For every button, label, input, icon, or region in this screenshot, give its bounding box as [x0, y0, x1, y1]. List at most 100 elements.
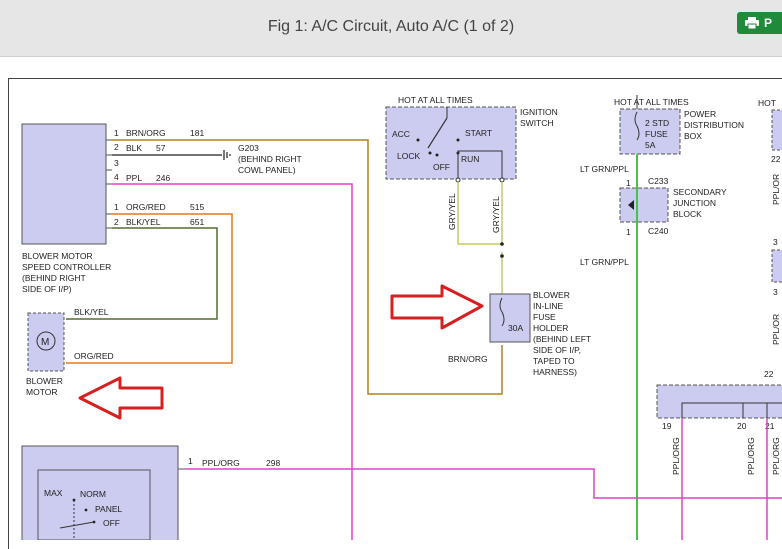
motor-wire-bottom: ORG/RED — [74, 351, 114, 361]
red-arrow-right — [390, 284, 484, 330]
pin-1b: 1 — [114, 202, 119, 212]
fuse-label-5: (BEHIND LEFT — [533, 334, 591, 344]
power-distribution-box: HOT AT ALL TIMES 2 STD FUSE 5A POWER DIS… — [580, 97, 744, 267]
pin-3: 3 — [114, 158, 119, 168]
fuse-label-3: FUSE — [533, 312, 556, 322]
circuit-181: 181 — [190, 128, 204, 138]
blower-speed-controller: BLOWER MOTOR SPEED CONTROLLER (BEHIND RI… — [21, 123, 204, 294]
pdb-title-3: BOX — [684, 131, 702, 141]
bm-sw-off: OFF — [103, 518, 120, 528]
fuse-rating: 30A — [508, 323, 523, 333]
pdb-fuse-2: FUSE — [645, 129, 668, 139]
fuse-label-2: IN-LINE — [533, 301, 564, 311]
ign-pos-lock: LOCK — [397, 151, 420, 161]
motor-wire-top: BLK/YEL — [74, 307, 109, 317]
ign-pos-off: OFF — [433, 162, 450, 172]
bottom-module: 1 PPL/ORG 298 MAX NORM PANEL OFF — [21, 445, 280, 540]
ign-pos-run: RUN — [461, 154, 479, 164]
wire-blk-yel-line — [66, 227, 218, 320]
controller-label-1: BLOWER MOTOR — [22, 251, 93, 261]
wire-gry-yel-left — [457, 182, 502, 245]
wire-blk: BLK — [126, 143, 142, 153]
header-bar: Fig 1: A/C Circuit, Auto A/C (1 of 2) P — [0, 0, 782, 57]
fuse-label-8: HARNESS) — [533, 367, 577, 377]
ign-pos-start: START — [465, 128, 492, 138]
ground-note-1: (BEHIND RIGHT — [238, 154, 302, 164]
right-hot: HOT — [758, 98, 776, 108]
fuse-label-7: TAPED TO — [533, 356, 575, 366]
sjb-pin-bottom: 1 — [626, 227, 631, 237]
right-pin-3: 3 — [773, 237, 778, 247]
circuit-515: 515 — [190, 202, 204, 212]
wire-brn-org: BRN/ORG — [126, 128, 166, 138]
pin-2: 2 — [114, 142, 119, 152]
pin-4: 4 — [114, 172, 119, 182]
controller-label-2: SPEED CONTROLLER — [22, 262, 111, 272]
printer-icon — [745, 17, 759, 29]
fuse-holder: 30A BLOWER IN-LINE FUSE HOLDER (BEHIND L… — [448, 290, 591, 377]
motor-symbol: M — [41, 337, 49, 348]
pdb-wire-top: LT GRN/PPL — [580, 164, 629, 174]
red-arrow-left — [78, 376, 164, 420]
sjb-title-3: BLOCK — [673, 209, 702, 219]
pdb-wire-bottom: LT GRN/PPL — [580, 257, 629, 267]
sjb-c-top: C233 — [648, 176, 669, 186]
figure-title: Fig 1: A/C Circuit, Auto A/C (1 of 2) — [267, 18, 515, 35]
sjb-pin-top: 1 — [626, 178, 631, 188]
right-wire-2: PPL/OR — [771, 314, 781, 345]
circuit-651: 651 — [190, 217, 204, 227]
bm-pin: 1 — [188, 456, 193, 466]
bm-sw-panel: PANEL — [95, 504, 123, 514]
pdb-hot-label: HOT AT ALL TIMES — [614, 97, 689, 107]
ground-name: G203 — [238, 143, 259, 153]
motor-label-1: BLOWER — [26, 376, 63, 386]
motor-label-2: MOTOR — [26, 387, 57, 397]
sjb-title-2: JUNCTION — [673, 198, 716, 208]
wire-blk-yel: BLK/YEL — [126, 217, 161, 227]
sjb-c-bottom: C240 — [648, 226, 669, 236]
bm-circuit: 298 — [266, 458, 280, 468]
print-label: P — [764, 16, 773, 30]
wire-brn-org-line — [112, 139, 503, 395]
bm-wire: PPL/ORG — [202, 458, 240, 468]
right-wire-1: PPL/OR — [771, 174, 781, 205]
bc-pin-19: 19 — [662, 421, 672, 431]
blower-motor: M BLOWER MOTOR BLK/YEL ORG/RED — [26, 307, 114, 397]
ign-title-2: SWITCH — [520, 118, 554, 128]
ground-note-2: COWL PANEL) — [238, 165, 296, 175]
wire-ppl-org-298 — [186, 468, 782, 499]
bc-wire-1: PPL/ORG — [671, 437, 681, 475]
bc-pin-22: 22 — [764, 369, 774, 379]
ign-wire-right: GRY/YEL — [491, 196, 501, 233]
right-pin-22: 22 — [771, 154, 781, 164]
pdb-title-1: POWER — [684, 109, 716, 119]
circuit-246: 246 — [156, 173, 170, 183]
pin-2b: 2 — [114, 217, 119, 227]
ign-pos-acc: ACC — [392, 129, 410, 139]
pdb-fuse-3: 5A — [645, 140, 656, 150]
fuse-label-4: HOLDER — [533, 323, 568, 333]
ign-hot-label: HOT AT ALL TIMES — [398, 95, 473, 105]
sjb-title-1: SECONDARY — [673, 187, 727, 197]
controller-label-4: SIDE OF I/P) — [22, 284, 72, 294]
pdb-fuse-1: 2 STD — [645, 118, 669, 128]
bc-wire-3: PPL/ORG — [771, 437, 781, 475]
wire-ppl-line — [112, 183, 353, 540]
fuse-label-1: BLOWER — [533, 290, 570, 300]
controller-label-3: (BEHIND RIGHT — [22, 273, 86, 283]
bc-pin-20: 20 — [737, 421, 747, 431]
bm-sw-norm: NORM — [80, 489, 106, 499]
right-edge-partial: HOT 22 PPL/OR 3 3 PPL/OR — [758, 98, 782, 345]
secondary-junction-block: SECONDARY JUNCTION BLOCK C233 C240 1 1 — [619, 176, 727, 237]
fuse-label-6: SIDE OF I/P, — [533, 345, 581, 355]
bm-sw-max: MAX — [44, 488, 63, 498]
bc-wire-2: PPL/ORG — [746, 437, 756, 475]
bc-pin-21: 21 — [765, 421, 775, 431]
wire-org-red: ORG/RED — [126, 202, 166, 212]
pin-1: 1 — [114, 128, 119, 138]
print-button[interactable]: P — [737, 12, 782, 34]
ground-icon — [223, 150, 231, 160]
bottom-connector: 22 19 20 21 PPL/ORG PPL/ORG PPL/ORG — [656, 369, 782, 475]
fuse-wire-bottom: BRN/ORG — [448, 354, 488, 364]
